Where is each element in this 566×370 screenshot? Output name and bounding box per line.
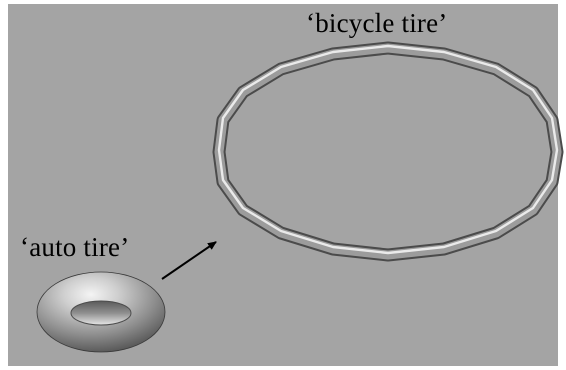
bicycle-tire-label: ‘bicycle tire’ [306, 10, 447, 37]
auto-tire-torus [37, 272, 165, 352]
relation-arrow [162, 242, 216, 279]
auto-tire-label: ‘auto tire’ [20, 234, 129, 261]
bicycle-tire-ring [219, 46, 557, 255]
